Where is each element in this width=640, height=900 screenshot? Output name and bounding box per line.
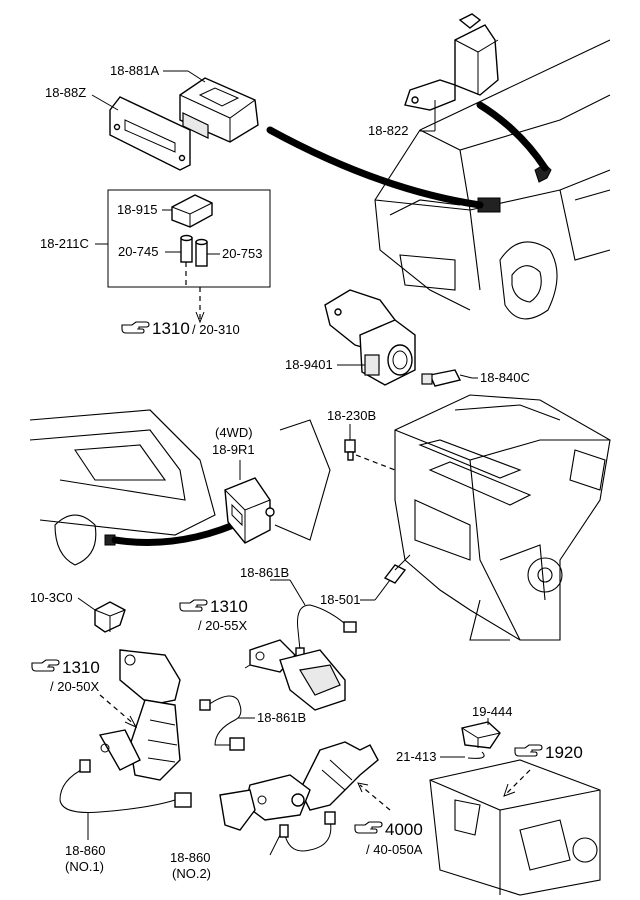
ref-callout-4000-40-050a[interactable]: 4000 / 40-050A	[354, 820, 423, 857]
label-19-444: 19-444	[472, 704, 512, 719]
pointing-hand-icon	[354, 821, 383, 834]
front-vehicle-illustration	[374, 39, 611, 320]
ref-number: 1310	[210, 597, 248, 616]
pointing-hand-icon	[31, 659, 60, 672]
label-18-861b-lower: 18-861B	[257, 710, 306, 725]
label-no2: (NO.2)	[172, 866, 211, 881]
manifold-converter-middle-part	[244, 639, 346, 711]
ref-sub: / 40-050A	[366, 842, 423, 857]
label-10-3c0: 10-3C0	[30, 590, 73, 605]
label-18-88z: 18-88Z	[45, 85, 86, 100]
ref-callout-1310-20-55x[interactable]: 1310 / 20-55X	[179, 597, 248, 633]
label-18-881a: 18-881A	[110, 63, 159, 78]
manifold-converter-left-part	[98, 649, 181, 781]
terminal-part-753	[195, 238, 208, 267]
module-bracket-part	[109, 96, 191, 171]
ref-callout-1310-20-50x[interactable]: 1310 / 20-50X	[31, 658, 100, 694]
sensor-840c-part	[421, 369, 473, 387]
sensor-10-3c0-part	[94, 601, 126, 633]
label-18-211c: 18-211C	[40, 236, 89, 251]
ref-number: 1310	[152, 319, 190, 338]
relay-part	[171, 194, 213, 228]
switch-19-444-part	[461, 721, 501, 749]
ref-number: 4000	[385, 820, 423, 839]
pointing-hand-icon	[179, 599, 208, 612]
bottom-catalytic-converter-part	[219, 741, 379, 831]
oxygen-sensor-no1-part	[59, 759, 192, 813]
oxygen-sensor-no2-part	[279, 811, 336, 852]
pointing-hand-icon	[514, 744, 543, 757]
label-18-840c: 18-840C	[480, 370, 530, 385]
oxygen-sensor-18-861b-lower-part	[199, 695, 245, 751]
ref-sub: / 20-55X	[198, 618, 247, 633]
label-18-9r1: 18-9R1	[212, 442, 255, 457]
ref-callout-1310-20-310[interactable]: 1310 / 20-310	[121, 319, 240, 338]
oxygen-sensor-18-861b-upper-part	[295, 604, 357, 659]
transfer-module-part	[224, 477, 275, 544]
ref-number: 1920	[545, 743, 583, 762]
ref-number: 1310	[62, 658, 100, 677]
label-20-753: 20-753	[222, 246, 262, 261]
label-18-860-no1: 18-860	[65, 843, 105, 858]
ref-sub: / 20-50X	[50, 679, 99, 694]
location-arrow-bracket	[476, 101, 549, 172]
ref-callout-1920[interactable]: 1920	[514, 743, 583, 762]
label-4wd: (4WD)	[215, 425, 253, 440]
sensor-18-501-part	[383, 554, 411, 584]
pointing-hand-icon	[121, 321, 150, 334]
kit-box	[107, 189, 271, 288]
ref-sub: / 20-310	[192, 322, 240, 337]
label-18-860-no2: 18-860	[170, 850, 210, 865]
label-no1: (NO.1)	[65, 859, 104, 874]
location-arrow-rear	[111, 516, 249, 546]
location-arrow-module	[266, 126, 484, 209]
label-18-501: 18-501	[320, 592, 360, 607]
label-21-413: 21-413	[396, 749, 436, 764]
sensor-bracket-part	[404, 13, 499, 111]
control-module-part	[179, 77, 259, 143]
label-18-861b-upper: 18-861B	[240, 565, 289, 580]
engine-illustration	[394, 394, 611, 641]
bolt-18-230b-part	[344, 439, 356, 461]
label-18-230b: 18-230B	[327, 408, 376, 423]
terminal-part-745	[180, 234, 193, 263]
transmission-illustration	[429, 759, 601, 896]
label-18-915: 18-915	[117, 202, 157, 217]
rear-vehicle-illustration	[29, 409, 331, 566]
throttle-body-part	[324, 289, 416, 386]
label-18-822: 18-822	[368, 123, 408, 138]
label-18-9401: 18-9401	[285, 357, 333, 372]
label-20-745: 20-745	[118, 244, 158, 259]
